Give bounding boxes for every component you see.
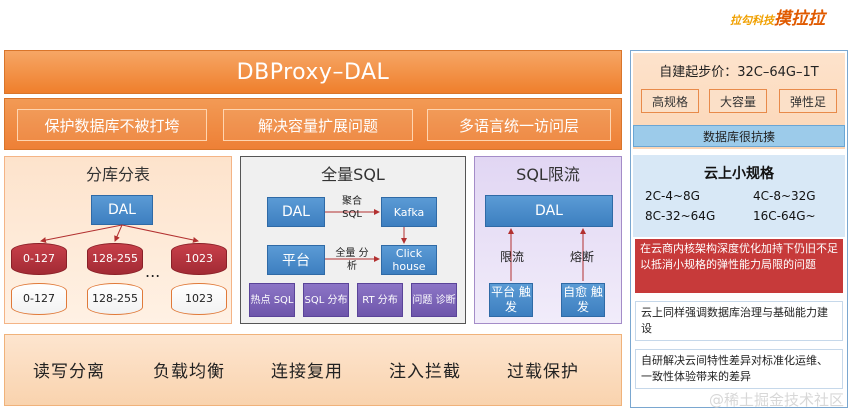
- feature-bar: 保护数据库不被打垮 解决容量扩展问题 多语言统一访问层: [4, 98, 622, 150]
- governance-note: 云上同样强调数据库治理与基础能力建设: [635, 301, 843, 341]
- rate-limit-panel: SQL限流 DAL 限流 熔断 平台 触发 自愈 触发: [474, 156, 622, 324]
- platform-node: 平台: [267, 245, 325, 275]
- connection-reuse: 连接复用: [271, 362, 343, 382]
- brand-logo-big: 摸拉拉: [774, 9, 825, 29]
- sharding-title: 分库分表: [85, 165, 150, 184]
- spec-item-4: 16C-64G~: [753, 209, 816, 223]
- rate-limit-dal-node: DAL: [485, 195, 613, 227]
- rate-limit-arrows: [508, 228, 586, 281]
- cloud-spec-title: 云上小规格: [704, 166, 774, 182]
- platform-trigger-node: 平台 触发: [489, 283, 533, 317]
- sharding-dal-node: DAL: [91, 195, 153, 225]
- shard-1-bottom: 0-127: [11, 283, 67, 315]
- cloud-limitation-note: 在云商内核架构深度优化加持下仍旧不足以抵消小规格的弹性能力局限的问题: [635, 239, 843, 293]
- capability-bar: 读写分离 负载均衡 连接复用 注入拦截 过载保护: [4, 334, 622, 406]
- brand-logo: 拉勾科技摸拉拉: [730, 4, 825, 29]
- limit-label: 限流: [499, 250, 524, 264]
- spec-item-1: 2C-4~8G: [645, 189, 700, 203]
- feature-multi-language: 多语言统一访问层: [427, 109, 611, 141]
- sql-distribution-metric: SQL 分布: [303, 283, 349, 317]
- injection-intercept: 注入拦截: [389, 362, 461, 382]
- rate-limit-title: SQL限流: [516, 165, 580, 184]
- aggregate-sql-label: 聚合 SQL: [342, 196, 362, 220]
- clickhouse-node: Click house: [381, 245, 437, 275]
- tag-elastic: 弹性足: [779, 89, 837, 113]
- page-title: DBProxy–DAL: [4, 50, 622, 94]
- spec-item-2: 4C-8~32G: [753, 189, 816, 203]
- shard-2-bottom: 128-255: [87, 283, 143, 315]
- full-sql-title: 全量SQL: [321, 165, 385, 184]
- self-heal-trigger-node: 自愈 触发: [561, 283, 605, 317]
- full-sql-dal-node: DAL: [267, 197, 325, 227]
- brand-logo-small: 拉勾科技: [730, 14, 774, 27]
- sharding-panel: 分库分表 DAL 0-127 0-127 128-255 128-255 ...…: [4, 156, 232, 324]
- start-price-text: 自建起步价：32C–64G–1T: [659, 65, 819, 80]
- shard-3-top: 1023: [171, 243, 227, 275]
- read-write-split: 读写分离: [33, 362, 105, 382]
- rt-distribution-metric: RT 分布: [357, 283, 403, 317]
- tag-high-spec: 高规格: [641, 89, 699, 113]
- arrow-to-shard-1: [40, 224, 123, 243]
- right-column: 自建起步价：32C–64G–1T 高规格 大容量 弹性足 数据库很抗揍 云上小规…: [630, 50, 848, 408]
- issue-diagnosis-metric: 问题 诊断: [411, 283, 457, 317]
- shard-3-bottom: 1023: [171, 283, 227, 315]
- tag-large-capacity: 大容量: [709, 89, 767, 113]
- full-analysis-label: 全量 分析: [335, 248, 369, 272]
- hot-sql-metric: 热点 SQL: [249, 283, 295, 317]
- full-sql-panel: 全量SQL DAL 聚合 SQL Kafka 平台 全量 分析 Click ho…: [240, 156, 466, 324]
- watermark: @稀土掘金技术社区: [708, 391, 844, 409]
- feature-capacity-scale: 解决容量扩展问题: [223, 109, 413, 141]
- overload-protection: 过载保护: [507, 362, 579, 382]
- sharding-arrows: [40, 224, 199, 243]
- cloud-spec-section: 云上小规格 2C-4~8G 4C-8~32G 8C-32~64G 16C-64G…: [633, 155, 845, 237]
- resilient-strip: 数据库很抗揍: [633, 125, 845, 147]
- shard-1-top: 0-127: [11, 243, 67, 275]
- cloud-diff-note: 自研解决云间特性差异对标准化运维、一致性体验带来的差异: [635, 349, 843, 389]
- shard-ellipsis: ...: [145, 262, 161, 281]
- load-balancing: 负载均衡: [153, 362, 225, 382]
- arrow-to-shard-2: [114, 224, 123, 242]
- fuse-label: 熔断: [569, 250, 594, 264]
- arrow-to-shard-3: [121, 224, 199, 243]
- shard-2-top: 128-255: [87, 243, 143, 275]
- spec-item-3: 8C-32~64G: [645, 209, 716, 223]
- feature-protect-db: 保护数据库不被打垮: [17, 109, 207, 141]
- full-sql-arrows: [325, 209, 407, 262]
- kafka-node: Kafka: [381, 197, 437, 227]
